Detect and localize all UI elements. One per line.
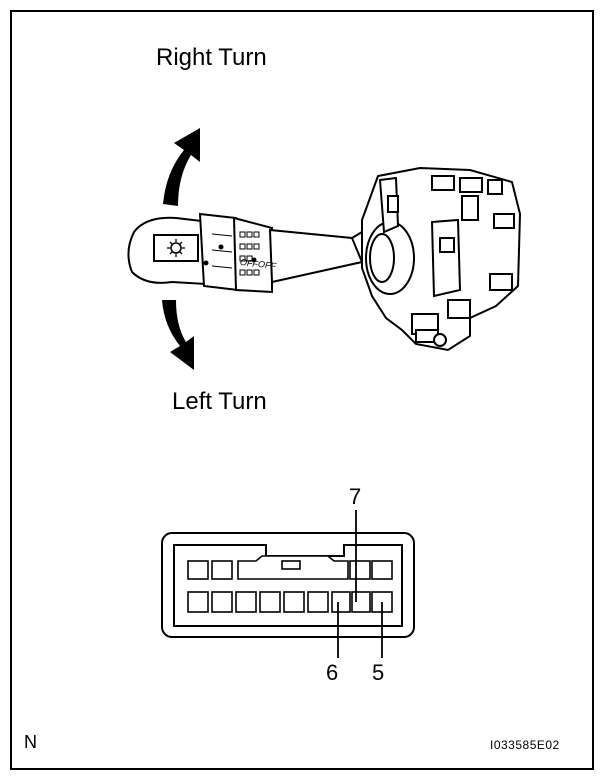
headlight-icon: [153, 234, 199, 262]
pin-label-7: 7: [349, 484, 362, 509]
right-turn-arrow-icon: [163, 128, 200, 206]
pin-label-6: 6: [326, 660, 339, 685]
corner-label: N: [24, 732, 37, 752]
right-turn-label: Right Turn: [156, 44, 267, 71]
connector-cavities: [187, 555, 393, 613]
pin-label-5: 5: [372, 660, 385, 685]
figure-code: I033585E02: [490, 738, 560, 752]
left-turn-arrow-icon: [162, 300, 194, 370]
diagram-frame: [10, 10, 594, 770]
left-turn-label: Left Turn: [172, 388, 267, 415]
connector-face: [161, 532, 415, 638]
lever-markings: [203, 231, 260, 276]
pin-leader-lines: [337, 510, 383, 658]
switch-body: [361, 166, 522, 352]
